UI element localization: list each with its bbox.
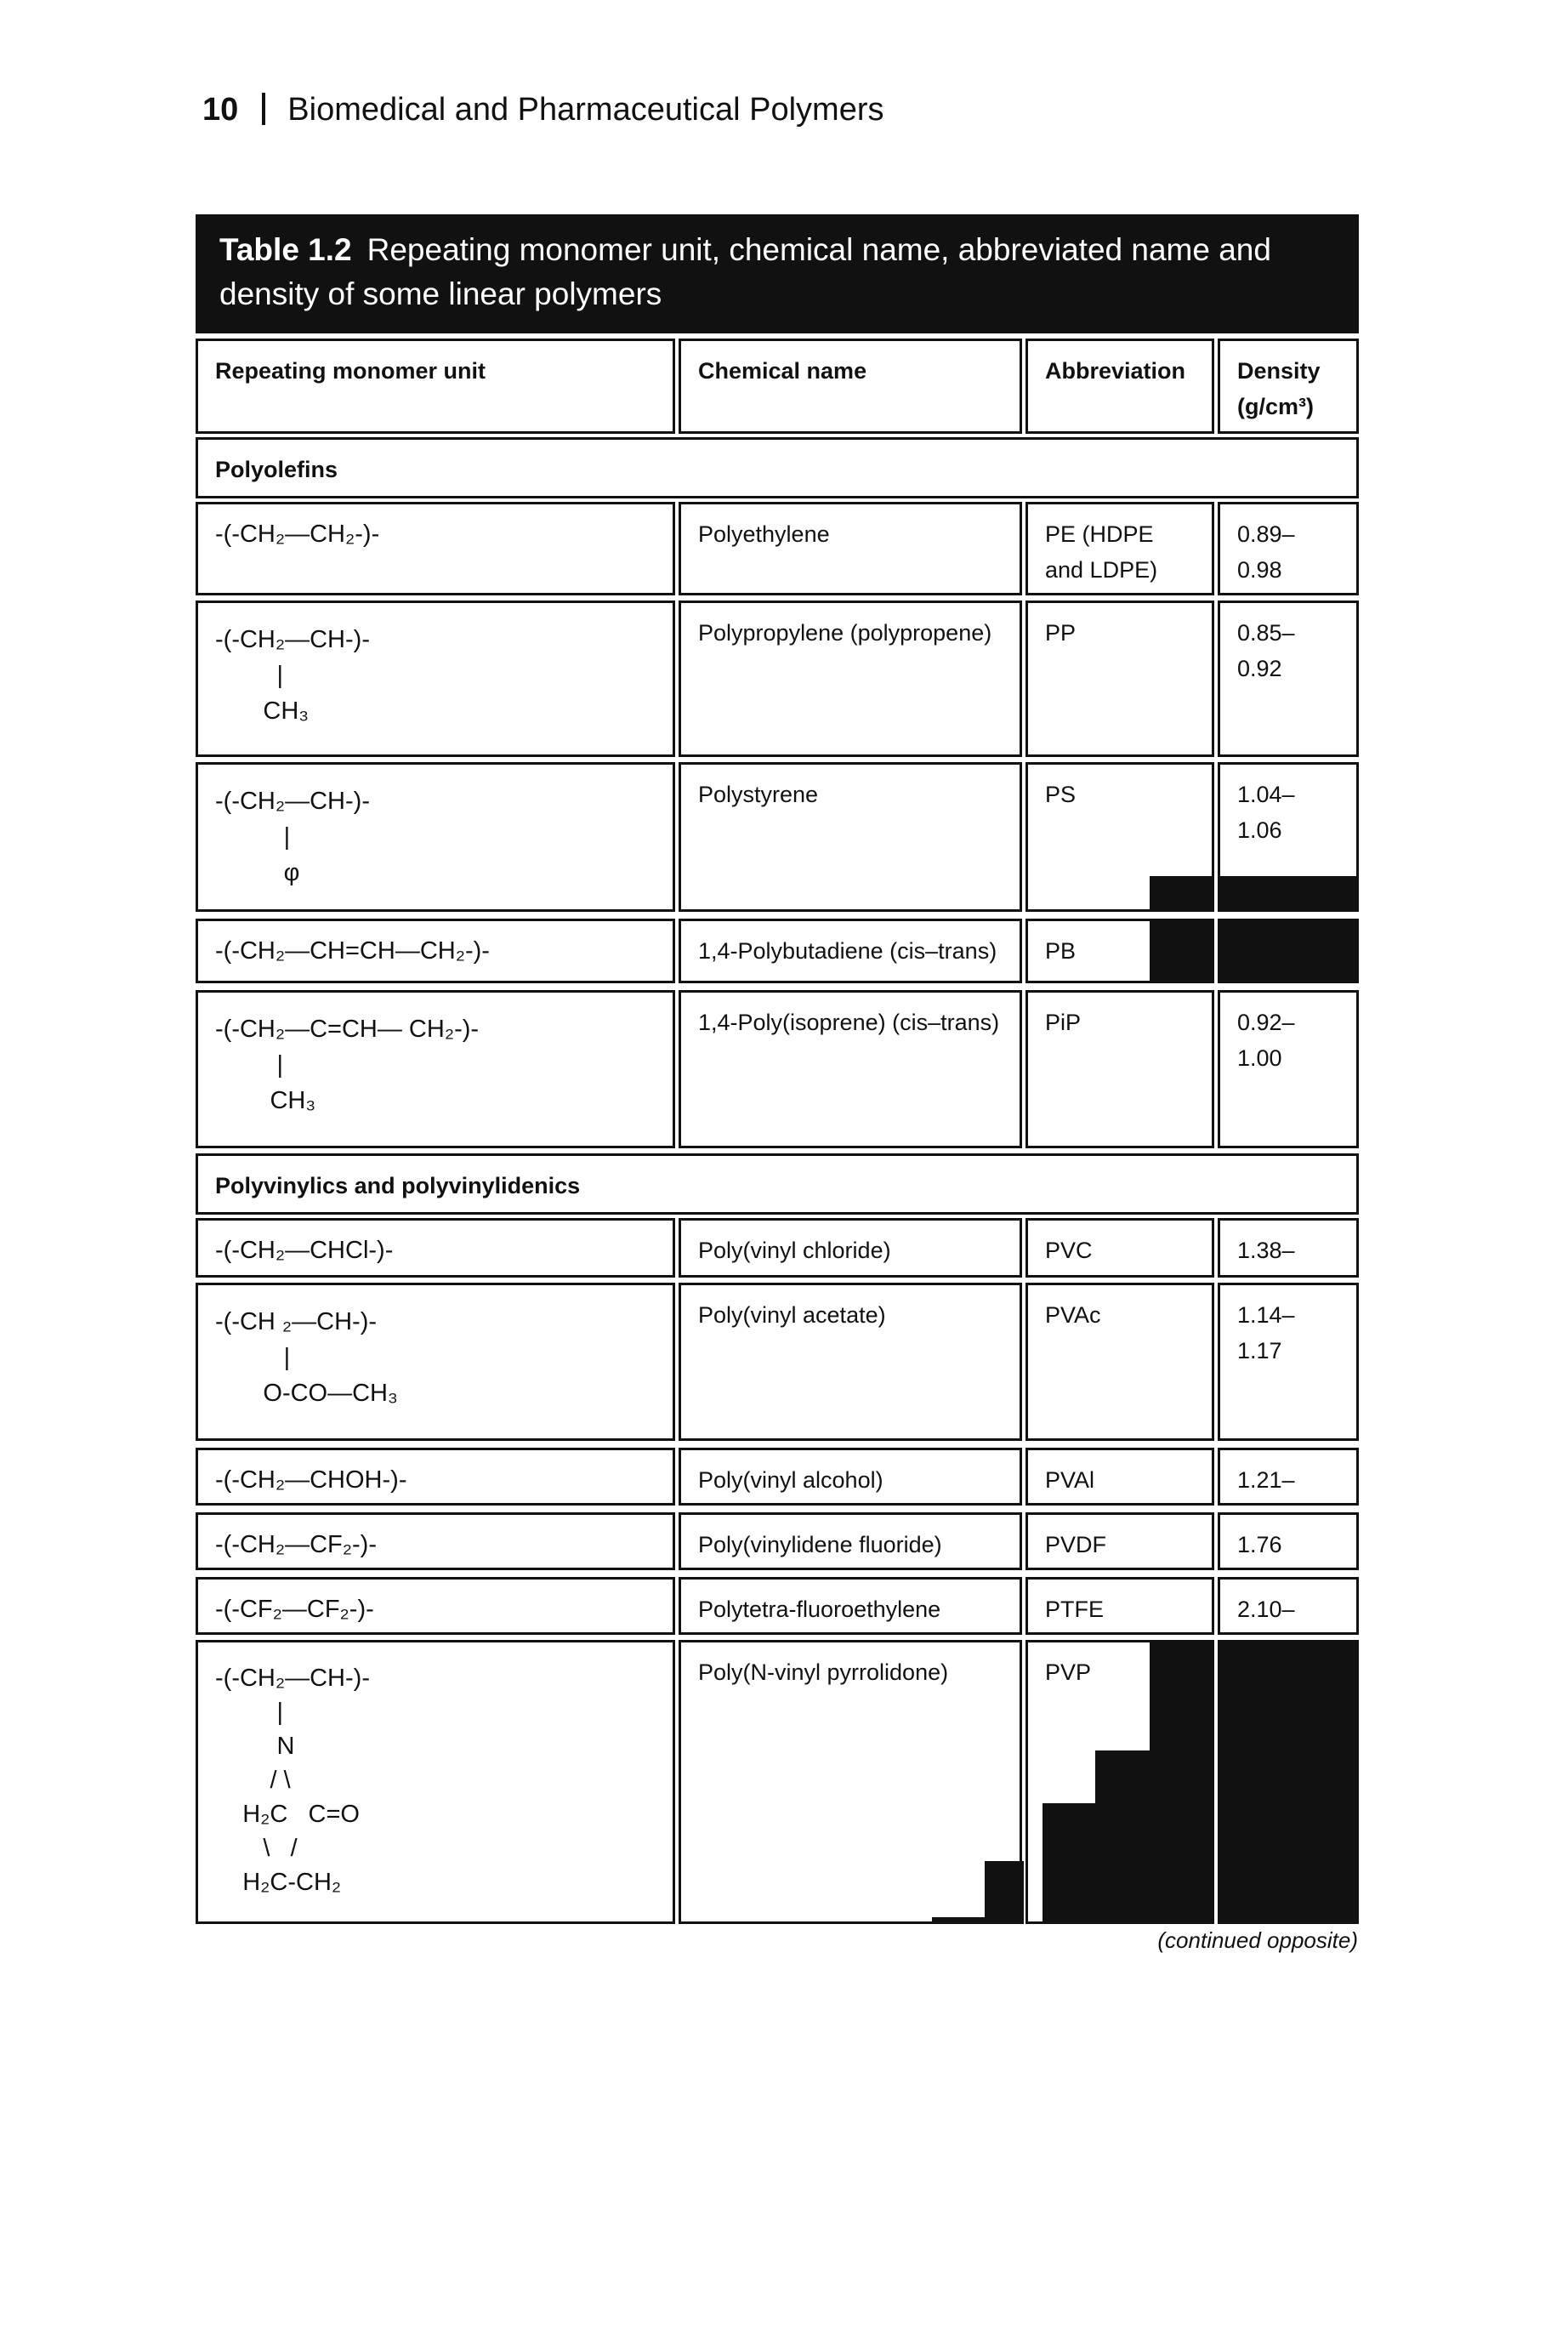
- density-cell: 1.21–1.31: [1218, 1448, 1359, 1506]
- column-header-density-unit: (g/cm³): [1237, 394, 1314, 419]
- redaction-block: [1042, 1803, 1097, 1924]
- monomer-cell: -(-CH₂—CHCl-)-: [196, 1218, 675, 1278]
- column-header-monomer-label: Repeating monomer unit: [215, 358, 486, 384]
- abbreviation-cell: PiP: [1025, 990, 1214, 1148]
- column-header-name-label: Chemical name: [698, 358, 867, 384]
- density-cell: 0.85–0.92: [1218, 601, 1359, 757]
- redaction-block: [1150, 1640, 1214, 1924]
- name-cell: Poly(N-vinyl pyrrolidone): [679, 1640, 1022, 1924]
- redaction-block: [1218, 876, 1359, 912]
- abbreviation-cell: PVAc: [1025, 1283, 1214, 1441]
- column-header-name: Chemical name: [679, 339, 1022, 434]
- redaction-block: [1095, 1750, 1151, 1924]
- name-cell: Polypropylene (polypropene): [679, 601, 1022, 757]
- column-header-abbreviation-label: Abbreviation: [1045, 358, 1186, 384]
- abbreviation-cell: PP: [1025, 601, 1214, 757]
- monomer-cell: -(-CH₂—CF₂-)-: [196, 1512, 675, 1570]
- section-title: Polyolefins: [215, 457, 338, 482]
- density-cell: 2.10–2.30: [1218, 1577, 1359, 1635]
- name-cell: Poly(vinyl alcohol): [679, 1448, 1022, 1506]
- density-cell: 0.89–0.98: [1218, 502, 1359, 595]
- column-header-monomer: Repeating monomer unit: [196, 339, 675, 434]
- abbreviation-cell: PE (HDPE and LDPE): [1025, 502, 1214, 595]
- running-header: 10 Biomedical and Pharmaceutical Polymers: [202, 92, 883, 128]
- continued-note: (continued opposite): [1157, 1927, 1358, 1953]
- monomer-cell: -(-CH ₂—CH-)- | O-CO—CH₃: [196, 1283, 675, 1441]
- monomer-cell: -(-CH₂—CH-)- | φ: [196, 762, 675, 912]
- redaction-block: [932, 1917, 986, 1924]
- monomer-cell: -(-CF₂—CF₂-)-: [196, 1577, 675, 1635]
- section-title: Polyvinylics and polyvinylidenics: [215, 1173, 581, 1198]
- name-cell: 1,4-Poly(isoprene) (cis–trans): [679, 990, 1022, 1148]
- monomer-cell: -(-CH₂—CH=CH—CH₂-)-: [196, 919, 675, 983]
- column-header-density: Density (g/cm³): [1218, 339, 1359, 434]
- running-title: Biomedical and Pharmaceutical Polymers: [287, 92, 884, 128]
- redaction-block: [1218, 1640, 1359, 1924]
- density-cell: 1.38–1.41: [1218, 1218, 1359, 1278]
- column-header-abbreviation: Abbreviation: [1025, 339, 1214, 434]
- abbreviation-cell: PTFE: [1025, 1577, 1214, 1635]
- density-cell: 0.92–1.00: [1218, 990, 1359, 1148]
- page-number: 10: [202, 92, 239, 128]
- section-polyvinylics: Polyvinylics and polyvinylidenics: [196, 1153, 1359, 1215]
- monomer-cell: -(-CH₂—CH-)- | CH₃: [196, 601, 675, 757]
- redaction-block: [1150, 876, 1214, 912]
- header-divider: [262, 93, 266, 125]
- monomer-cell: -(-CH₂—C=CH— CH₂-)- | CH₃: [196, 990, 675, 1148]
- table-caption: Repeating monomer unit, chemical name, a…: [219, 232, 1271, 311]
- name-cell: 1,4-Polybutadiene (cis–trans): [679, 919, 1022, 983]
- name-cell: Polytetra-fluoroethylene: [679, 1577, 1022, 1635]
- redaction-block: [1150, 919, 1214, 983]
- monomer-cell: -(-CH₂—CH₂-)-: [196, 502, 675, 595]
- table-label: Table 1.2: [219, 232, 352, 267]
- density-cell: 1.76: [1218, 1512, 1359, 1570]
- density-cell: 1.14–1.17: [1218, 1283, 1359, 1441]
- monomer-cell: -(-CH₂—CH-)- | N / \ H₂C C=O \ / H₂C-CH₂: [196, 1640, 675, 1924]
- name-cell: Polyethylene: [679, 502, 1022, 595]
- redaction-block: [985, 1861, 1024, 1924]
- name-cell: Poly(vinyl acetate): [679, 1283, 1022, 1441]
- name-cell: Poly(vinylidene fluoride): [679, 1512, 1022, 1570]
- name-cell: Poly(vinyl chloride): [679, 1218, 1022, 1278]
- column-header-density-label: Density: [1237, 358, 1321, 384]
- abbreviation-cell: PVC: [1025, 1218, 1214, 1278]
- abbreviation-cell: PVDF: [1025, 1512, 1214, 1570]
- monomer-cell: -(-CH₂—CHOH-)-: [196, 1448, 675, 1506]
- name-cell: Polystyrene: [679, 762, 1022, 912]
- abbreviation-cell: PS: [1025, 762, 1214, 912]
- abbreviation-cell: PVAl: [1025, 1448, 1214, 1506]
- section-polyolefins: Polyolefins: [196, 437, 1359, 498]
- redaction-block: [1218, 919, 1359, 983]
